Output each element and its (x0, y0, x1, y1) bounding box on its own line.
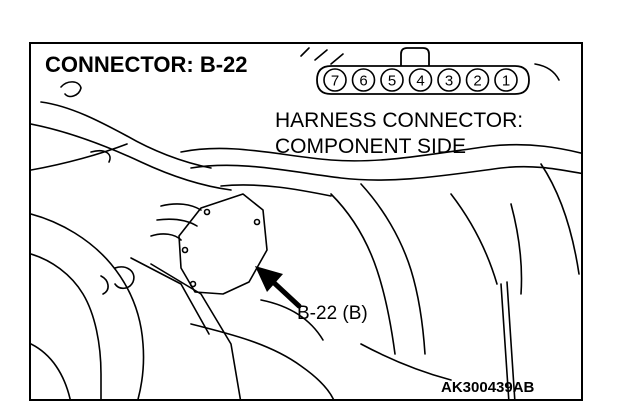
hose-outline-3 (31, 143, 128, 171)
mount-screw-2 (253, 218, 261, 226)
pin-cavity-1 (494, 68, 518, 92)
right-hose-1 (330, 193, 396, 355)
harness-label-line2: COMPONENT SIDE (275, 135, 466, 158)
bracket-edge-1 (150, 263, 242, 399)
engine-curve-2 (31, 253, 102, 399)
pin-cavity-2 (465, 68, 490, 92)
diagram-frame: 7 6 5 4 3 2 1 CONNECTOR: B-22 HARNESS CONNECTO… (29, 42, 583, 401)
pin-number-1: 1 (502, 73, 510, 90)
right-hose-4 (510, 203, 523, 295)
pin-cavity-7 (323, 68, 347, 92)
bolt-outline-1 (114, 266, 135, 290)
pin-number-7: 7 (331, 73, 339, 90)
hose-outline-2 (31, 123, 232, 191)
mount-screw-4 (189, 280, 197, 288)
harness-upper-line (180, 143, 581, 162)
harness-label-line1: HARNESS CONNECTOR: (275, 109, 524, 132)
right-edge-curve (540, 163, 580, 275)
lower-left-curve (31, 343, 71, 399)
connector-lock-tab (400, 47, 430, 66)
clamp-outline-1 (90, 149, 111, 163)
harness-lower-line (190, 164, 581, 181)
lower-curve-3 (360, 343, 452, 381)
probe-rod-left (500, 283, 510, 399)
lower-curve-2 (260, 299, 324, 341)
hose-outline-1 (40, 101, 212, 169)
sensor-body-outline (178, 193, 268, 295)
pin-number-3: 3 (445, 73, 453, 90)
harness-branch (220, 184, 332, 197)
connector-face: 7 6 5 4 3 2 1 (316, 47, 530, 95)
sensor-lead-2 (156, 218, 198, 227)
pin-number-6: 6 (359, 73, 367, 90)
accent-stroke-3 (330, 53, 344, 65)
callout-arrow (255, 266, 302, 309)
pin-number-4: 4 (416, 73, 424, 90)
pin-cavity-6 (351, 68, 376, 92)
accent-stroke-4 (534, 63, 560, 81)
bolt-outline-2 (100, 275, 109, 295)
pin-cavity-5 (380, 68, 404, 92)
accent-stroke-1 (300, 47, 310, 57)
mount-screw-1 (203, 208, 211, 216)
pin-cavity-4 (408, 68, 433, 92)
pin-number-5: 5 (388, 73, 396, 90)
engine-curve-1 (31, 213, 145, 399)
probe-rod-right (506, 281, 516, 399)
right-hose-3 (450, 193, 498, 285)
accent-stroke-2 (314, 49, 328, 61)
sensor-lead-3 (150, 233, 182, 241)
mount-screw-3 (181, 246, 189, 254)
sensor-lead-1 (160, 203, 202, 211)
figure-id: AK300439AB (441, 379, 535, 396)
right-hose-2 (360, 183, 426, 355)
component-callout-label: B-22 (B) (297, 303, 368, 324)
hook-outline-1 (60, 81, 82, 98)
pin-number-2: 2 (473, 73, 481, 90)
engine-illustration: 7 6 5 4 3 2 1 (31, 47, 581, 399)
lower-curve-1 (190, 323, 335, 399)
bracket-edge-2 (130, 257, 210, 335)
pin-cavity-3 (437, 68, 461, 92)
connector-title: CONNECTOR: B-22 (45, 52, 248, 77)
